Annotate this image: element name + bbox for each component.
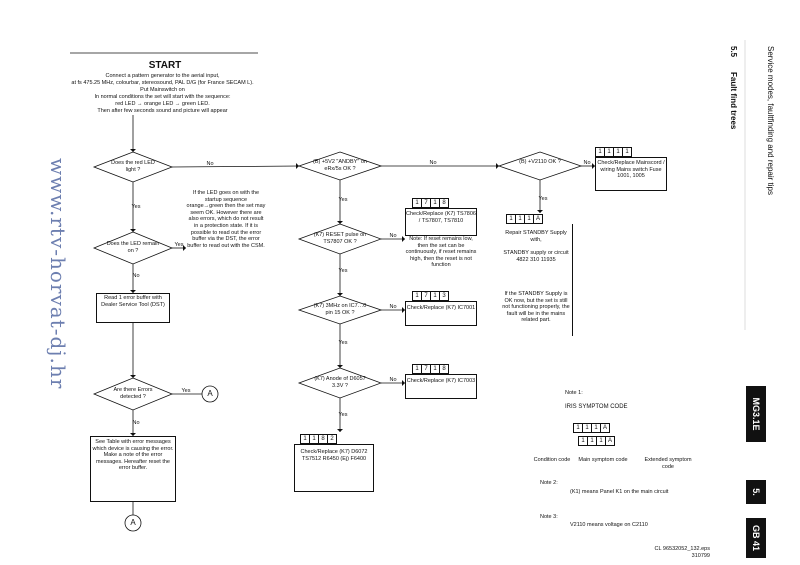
code-digit: A [600, 423, 610, 433]
iris-code-2: 1 1 1 A [578, 436, 615, 446]
decision-plus5v: (B) +5V2 "ANDBY" on eRx/5s OK ? [313, 159, 367, 172]
iris-note-2-text: (K1) means Panel K1 on the main circuit [570, 489, 669, 495]
start-title: START [148, 60, 182, 71]
label-no-mhz: No [389, 304, 397, 310]
label-yes-led-remain: Yes [174, 242, 184, 248]
box-repair-standby [498, 224, 573, 336]
connector-a-top [201, 385, 219, 403]
box-check-d6072: Check/Replace (K7) D6072 TS7512 R6450 (E… [294, 444, 374, 492]
label-no-anode: No [389, 377, 397, 383]
start-line-4: In normal conditions the set will start … [94, 94, 231, 100]
start-line-3: Put Mainswitch on [140, 87, 185, 93]
iris-note-2: Note 2: [540, 480, 558, 486]
code-fuse: 1 1 1 1 [595, 147, 632, 157]
side-header: Service modes, faultfinding and repair t… [766, 46, 775, 195]
label-yes-mains: Yes [538, 196, 548, 202]
label-no-plus5v: No [429, 160, 437, 166]
box-check-ts7807: Check/Replace (K7) TS7806 / TS7807, TS78… [405, 208, 477, 236]
watermark: www.rtv-horvat-dj.hr [46, 158, 70, 390]
connector-a-label-bottom: A [130, 518, 136, 527]
label-yes-anode: Yes [338, 412, 348, 418]
tab-chapter: 5. [746, 480, 766, 504]
code-digit: 8 [439, 198, 449, 208]
box-check-ic001: Check/Replace (K7) IC7001 [405, 301, 477, 326]
note-standby: If the STANDBY Supply is OK now, but the… [502, 291, 570, 324]
text-repair-standby: Repair STANDBY Supply with, [505, 230, 567, 243]
box-check-fuse: Check/Replace Mainscord / wiring Mains s… [595, 157, 667, 191]
footer-file: CL 96532052_132.eps [654, 546, 710, 552]
code-digit: 1 [622, 147, 632, 157]
tab-page: GB 41 [746, 518, 766, 558]
connector-a-label-top: A [207, 389, 213, 398]
code-digit: 8 [439, 364, 449, 374]
label-no-errors: No [132, 420, 140, 426]
code-digit: A [533, 214, 543, 224]
box-see-table: See Table with error messages which devi… [90, 436, 176, 502]
start-line-2: at fs 475.25 MHz, colourbar, stereosound… [71, 80, 254, 86]
code-ic001: 1 7 1 3 [412, 291, 449, 301]
box-check-ic7003: Check/Replace (K7) IC7003 [405, 374, 477, 399]
decision-mains: (B) +V2110 OK ? [519, 159, 561, 165]
decision-mhz: (K7) 3MHz on IC7…0 pin 15 OK ? [313, 303, 367, 316]
connector-a-bottom [124, 514, 142, 532]
tab-model: MG3.1E [746, 386, 766, 442]
iris-note-3-text: V2110 means voltage on C2110 [570, 522, 648, 528]
start-line-1: Connect a pattern generator to the aeria… [105, 73, 220, 79]
label-yes-reset: Yes [338, 268, 348, 274]
iris-label-extended: Extended symptom code [644, 457, 692, 470]
code-ts7807: 1 7 1 8 [412, 198, 449, 208]
decision-led-remain: Does the LED remain on ? [106, 241, 160, 254]
code-ic7003: 1 7 1 8 [412, 364, 449, 374]
iris-label-main: Main symptom code [578, 457, 628, 463]
code-digit: 2 [327, 434, 337, 444]
note-reset: Note: If reset remains low, then the set… [405, 236, 477, 269]
footer-date: 310799 [691, 553, 710, 559]
decision-errors: Are there Errors detected ? [113, 387, 153, 400]
start-line-5: red LED → orange LED → green LED. [115, 101, 210, 107]
note-led-green: If the LED goes on with the startup sequ… [186, 190, 266, 249]
label-no-red-led: No [206, 161, 214, 167]
label-yes-plus5v: Yes [338, 197, 348, 203]
iris-label-condition: Condition code [533, 457, 571, 463]
code-digit: A [605, 436, 615, 446]
decision-reset: (K7) RESET pulse on TS7807 OK ? [313, 232, 367, 245]
tab-chapter-label: 5. [751, 488, 761, 496]
label-yes-mhz: Yes [338, 340, 348, 346]
code-digit: 3 [439, 291, 449, 301]
label-no-reset: No [389, 233, 397, 239]
label-yes-red-led: Yes [131, 204, 141, 210]
side-section: 5.5 [729, 46, 738, 58]
decision-anode: (K7) Anode of D6057 3.3V ? [314, 376, 366, 389]
iris-note-3: Note 3: [540, 514, 558, 520]
label-no-mains: No [583, 160, 591, 166]
tab-model-label: MG3.1E [751, 397, 761, 431]
label-no-led-remain: No [132, 273, 140, 279]
side-section-title: Fault find trees [729, 72, 738, 130]
code-standby: 1 1 1 A [506, 214, 543, 224]
start-line-6: Then after few seconds sound and picture… [97, 108, 228, 114]
text-standby-supply: STANDBY supply or circuit 4822 310 11935 [503, 250, 569, 263]
tab-page-label: GB 41 [751, 524, 761, 552]
box-read-error-buffer: Read 1 error buffer with Dealer Service … [96, 293, 170, 323]
iris-title: IRIS SYMPTOM CODE [565, 404, 628, 410]
iris-note-1: Note 1: [565, 390, 583, 396]
label-yes-errors: Yes [181, 388, 191, 394]
code-d6072: 1 1 8 2 [300, 434, 337, 444]
iris-code-1: 1 1 1 A [573, 423, 610, 433]
decision-red-led: Does the red LED light ? [111, 160, 155, 173]
